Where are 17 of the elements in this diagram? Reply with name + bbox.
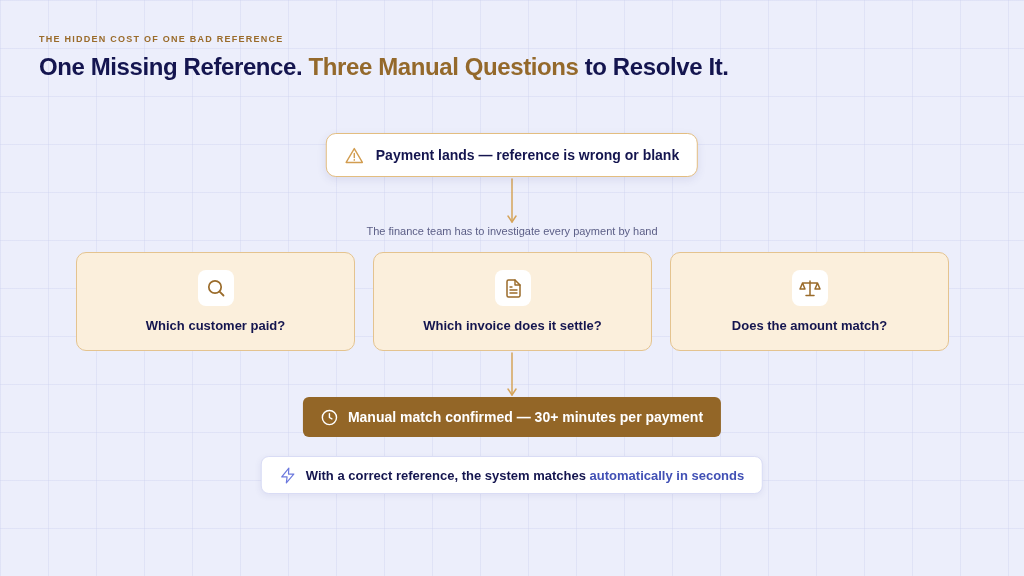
arrow: [507, 352, 517, 396]
info-text: With a correct reference, the system matches automatically in seconds: [305, 467, 745, 483]
question-text: Does the amount match?: [731, 318, 888, 333]
question-text: Which customer paid?: [145, 318, 286, 333]
info-box: [260, 456, 764, 494]
question-card: [76, 252, 355, 351]
question-card: [373, 252, 652, 351]
result-text: Manual match confirmed — 30+ minutes per payment: [347, 409, 704, 425]
alert-box: [325, 133, 699, 177]
eyebrow-text: THE HIDDEN COST OF ONE BAD REFERENCE: [39, 34, 284, 45]
question-card: [670, 252, 949, 351]
arrow: [507, 178, 517, 223]
page-title: One Missing Reference. Three Manual Questions to Resolve It.: [39, 53, 729, 81]
question-text: Which invoice does it settle?: [423, 318, 602, 333]
note-text: The finance team has to investigate every payment by hand: [366, 224, 658, 238]
alert-text: Payment lands — reference is wrong or blank: [375, 147, 680, 163]
result-banner: [302, 397, 722, 437]
